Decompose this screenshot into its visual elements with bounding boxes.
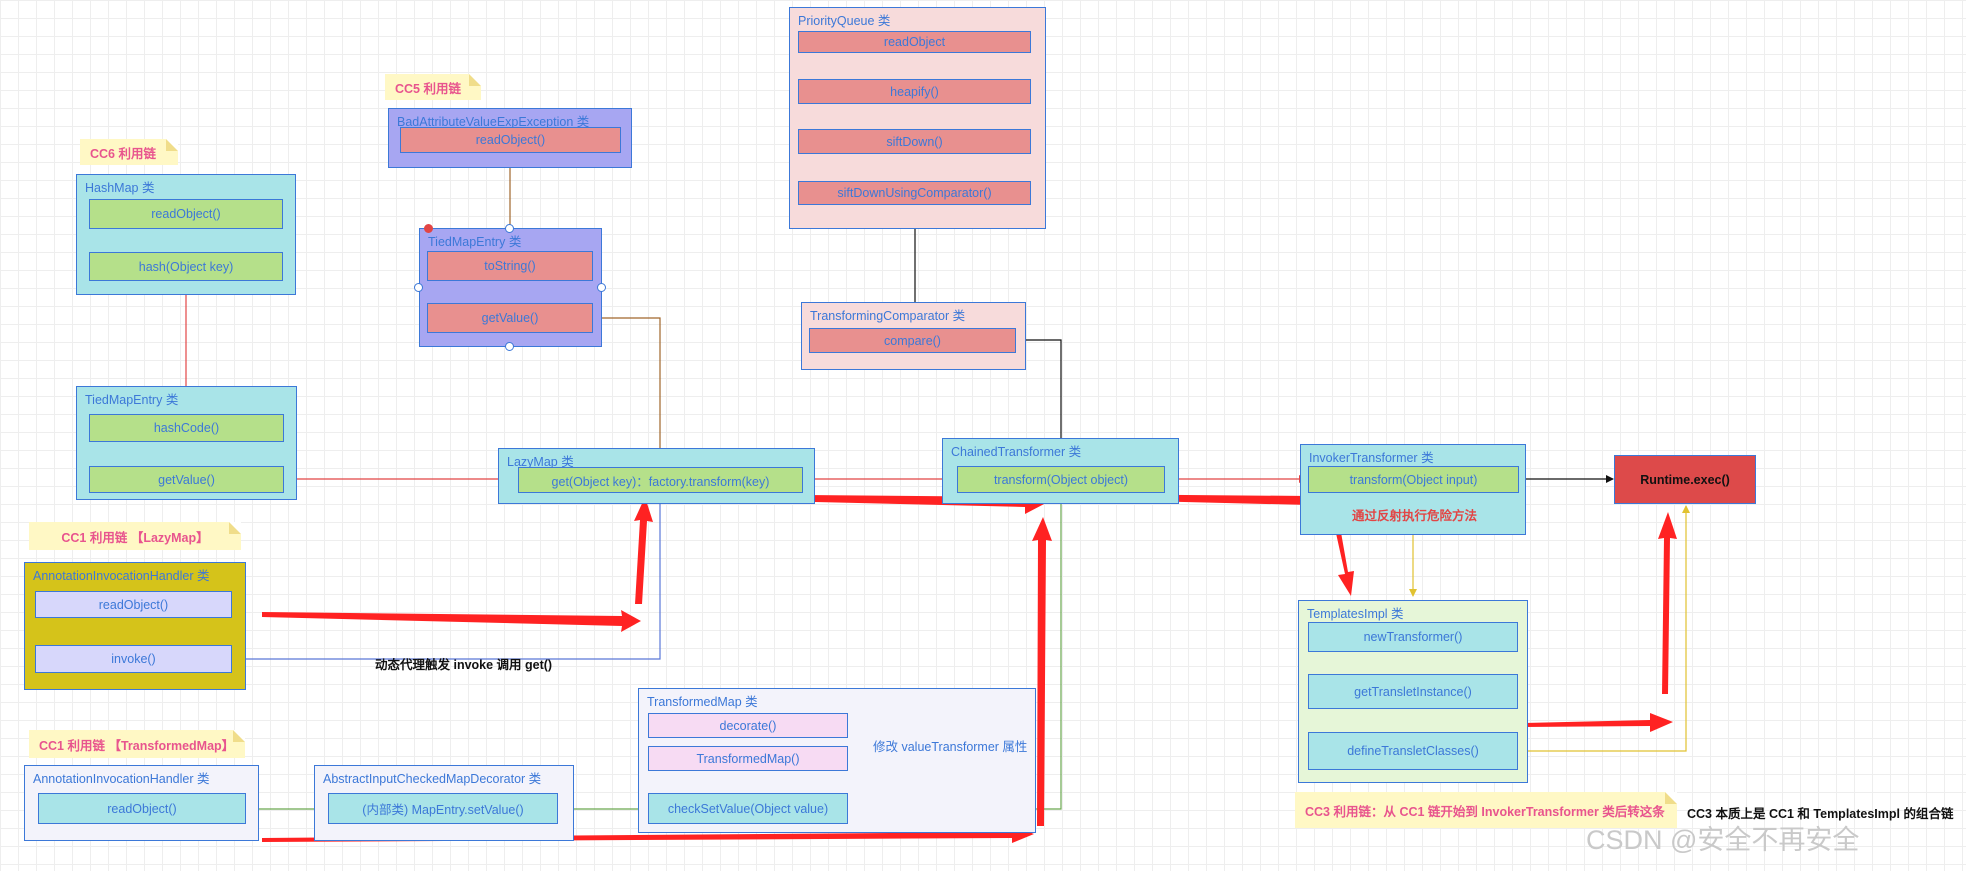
big-arrow-define-to-right [1524,713,1673,732]
label-proxy-invoke: 动态代理触发 invoke 调用 get() [375,658,553,672]
class-title: AnnotationInvocationHandler 类 [33,772,210,786]
class-title: TiedMapEntry 类 [85,393,179,407]
resize-handle-bottom[interactable] [505,342,514,351]
resize-handle-left[interactable] [414,283,423,292]
method-templates-gettransletinstance[interactable]: getTransletInstance() [1308,674,1518,709]
arrow-invoke-to-lazymap [232,493,664,660]
method-aih-readobject[interactable]: readObject() [35,591,232,618]
method-tiedmapentry-mid-getvalue[interactable]: getValue() [427,303,593,333]
big-arrow-up-to-runtime [1658,512,1677,694]
note-cc3: CC3 利用链：从 CC1 链开始到 InvokerTransformer 类后… [1295,792,1677,828]
method-tiedmapentry-getvalue[interactable]: getValue() [89,466,284,493]
method-hashmap-readobject[interactable]: readObject() [89,199,283,229]
class-title: HashMap 类 [85,181,155,195]
class-title: TiedMapEntry 类 [428,235,522,249]
method-lazymap-get[interactable]: get(Object key)：factory.transform(key) [518,467,803,493]
method-badattr-readobject[interactable]: readObject() [400,127,621,153]
method-tiedmapentry-hashcode[interactable]: hashCode() [89,414,284,442]
note-cc1-lazymap: CC1 利用链 【LazyMap】 [29,522,241,550]
class-title: BadAttributeValueExpException 类 [397,115,590,129]
note-cc1-transformedmap: CC1 利用链 【TransformedMap】 [29,730,245,758]
watermark: CSDN @安全不再安全 [1586,825,1860,855]
big-arrow-up-to-lazymap [634,497,653,604]
class-title: TransformedMap 类 [647,695,758,709]
method-aih-invoke[interactable]: invoke() [35,645,232,673]
resize-handle-top[interactable] [505,224,514,233]
label-modify-valuetransformer: 修改 valueTransformer 属性 [873,740,1028,754]
node-runtime-exec[interactable]: Runtime.exec() [1614,455,1756,504]
big-arrow-aih-to-lazymap [262,610,641,632]
method-pq-heapify[interactable]: heapify() [798,79,1031,104]
method-transformedmap-constructor[interactable]: TransformedMap() [648,746,848,771]
note-cc5: CC5 利用链 [385,74,481,100]
method-tc-compare[interactable]: compare() [809,328,1016,353]
label-cc3-description: CC3 本质上是 CC1 和 TemplatesImpl 的组合链 [1687,807,1954,821]
method-transformedmap-decorate[interactable]: decorate() [648,713,848,738]
class-title: AbstractInputCheckedMapDecorator 类 [323,772,542,786]
note-cc6: CC6 利用链 [80,139,178,165]
method-hashmap-hash[interactable]: hash(Object key) [89,252,283,281]
method-invoker-transform[interactable]: transform(Object input) [1308,466,1519,493]
selection-dot[interactable] [424,224,433,233]
method-aih2-readobject[interactable]: readObject() [38,793,246,824]
method-mapentry-setvalue[interactable]: (内部类) MapEntry.setValue() [328,793,558,824]
class-title: TemplatesImpl 类 [1307,607,1404,621]
resize-handle-right[interactable] [597,283,606,292]
class-title: PriorityQueue 类 [798,14,891,28]
method-templates-newtransformer[interactable]: newTransformer() [1308,622,1518,652]
method-pq-siftdown[interactable]: siftDown() [798,129,1031,154]
method-templates-definetransletclasses[interactable]: defineTransletClasses() [1308,732,1518,770]
class-title: InvokerTransformer 类 [1309,451,1434,465]
class-title: TransformingComparator 类 [810,309,966,323]
class-title: AnnotationInvocationHandler 类 [33,569,210,583]
method-chained-transform[interactable]: transform(Object object) [957,466,1165,493]
method-tiedmapentry-tostring[interactable]: toString() [427,251,593,281]
method-pq-readobject[interactable]: readObject [798,31,1031,53]
label-reflect: 通过反射执行危险方法 [1352,509,1478,523]
arrow-define-to-runtime [1517,505,1690,752]
method-pq-siftdownusingcomparator[interactable]: siftDownUsingComparator() [798,181,1031,205]
method-transformedmap-checksetvalue[interactable]: checkSetValue(Object value) [648,793,848,824]
arrow-cc5-getvalue-to-lazymap [594,317,664,466]
class-title: LazyMap 类 [507,455,574,469]
class-title: ChainedTransformer 类 [951,445,1082,459]
